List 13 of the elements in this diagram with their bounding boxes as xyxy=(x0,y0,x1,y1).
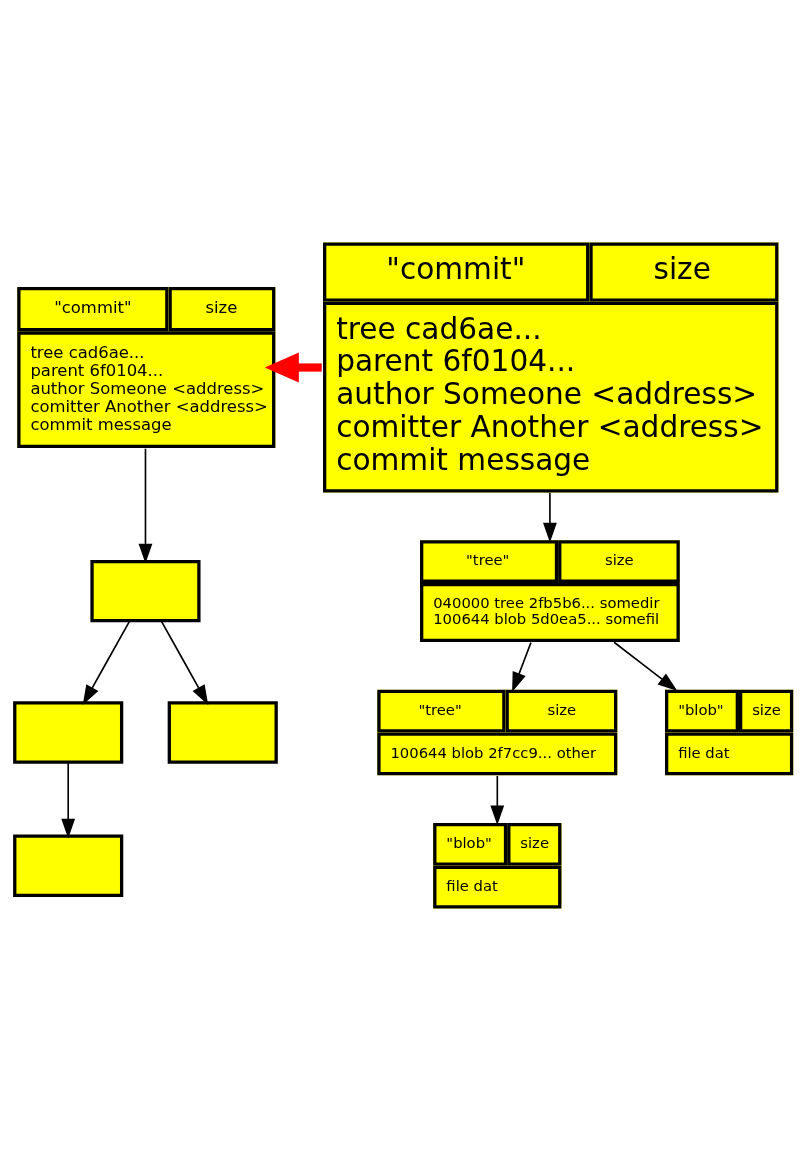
arrow xyxy=(490,775,505,826)
arrow xyxy=(160,620,209,705)
node-box xyxy=(13,834,124,897)
arrow xyxy=(264,352,322,383)
arrow xyxy=(512,641,532,693)
arrow xyxy=(613,641,678,691)
arrow xyxy=(138,447,153,564)
arrow xyxy=(82,620,131,705)
node-box xyxy=(90,559,201,623)
node-box xyxy=(13,701,124,764)
arrow xyxy=(543,492,557,543)
arrow xyxy=(61,761,76,839)
node-box xyxy=(167,701,278,764)
